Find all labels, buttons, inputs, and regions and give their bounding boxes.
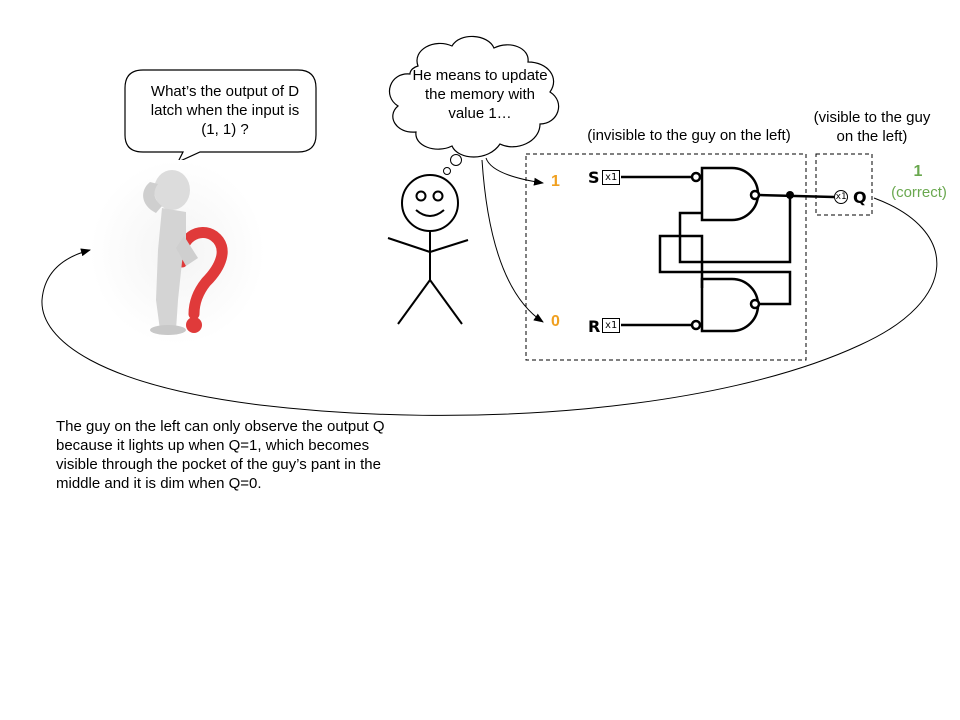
- q-probe-tag: x1: [834, 190, 848, 204]
- confused-person-icon: [90, 160, 265, 345]
- arrow-to-s: [485, 157, 544, 186]
- s-input-label: S: [588, 168, 600, 187]
- stick-figure-icon: [387, 174, 469, 325]
- input-r-value: 0: [551, 313, 560, 330]
- sr-latch-circuit: [621, 166, 835, 333]
- visible-output-box: [815, 153, 873, 216]
- speech-bubble: [124, 69, 317, 164]
- invisible-label: (invisible to the guy on the left): [587, 127, 791, 144]
- output-value: 1: [913, 163, 923, 180]
- input-s-value: 1: [551, 173, 560, 190]
- speech-bubble-text: What’s the output of D latch when the in…: [150, 83, 300, 138]
- loop-arrow: [41, 197, 938, 416]
- thought-bubble: [388, 35, 560, 175]
- arrow-to-r: [481, 159, 544, 323]
- q-output-label: Q: [853, 188, 867, 207]
- invisible-circuit-box: [525, 153, 807, 361]
- visible-label: (visible to the guy on the left): [813, 109, 931, 145]
- thought-bubble-text: He means to update the memory with value…: [412, 67, 548, 122]
- s-probe-tag: x1: [602, 170, 620, 185]
- r-probe-tag: x1: [602, 318, 620, 333]
- junction-dot: [786, 191, 794, 199]
- r-input-label: R: [588, 317, 601, 336]
- output-note: (correct): [891, 184, 947, 201]
- caption: The guy on the left can only observe the…: [56, 418, 385, 492]
